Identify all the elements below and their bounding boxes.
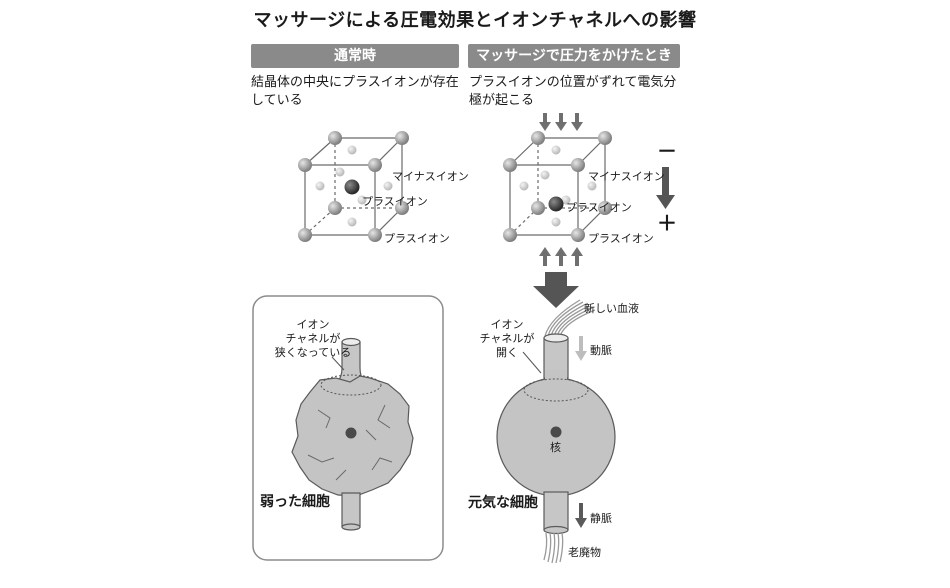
- artery-arrow: [575, 336, 587, 361]
- description-massage-line1: プラスイオンの位置がずれて電気分: [469, 75, 677, 90]
- healthy-cell-caption: 元気な細胞: [468, 495, 538, 511]
- label-plus-ion-center-massage: プラスイオン: [566, 201, 632, 214]
- crystal-normal: [298, 131, 409, 242]
- minus-ion-small-group: [315, 145, 393, 227]
- label-nucleus: 核: [550, 441, 561, 454]
- sign-minus: －: [657, 139, 677, 163]
- description-massage-line2: 極が起こる: [469, 93, 535, 108]
- label-plus-ion-corner-massage: プラスイオン: [588, 232, 654, 245]
- label-new-blood: 新しい血液: [584, 302, 639, 315]
- label-vein: 静脈: [590, 512, 612, 525]
- healthy-channel-line2: チャネルが: [479, 332, 535, 345]
- plus-ion-center: [344, 179, 360, 195]
- waste-streams: [543, 532, 564, 564]
- weak-channel-label: イオン チャネルが 狭くなっている: [268, 318, 358, 360]
- corner-ion-group: [298, 131, 409, 242]
- healthy-channel-label: イオン チャネルが 開く: [470, 318, 544, 360]
- figure-title: マッサージによる圧電効果とイオンチャネルへの影響: [253, 10, 697, 31]
- label-waste: 老廃物: [568, 546, 601, 559]
- vein-arrow: [575, 503, 587, 528]
- label-plus-ion-center-normal: プラスイオン: [362, 195, 428, 208]
- description-massage: プラスイオンの位置がずれて電気分 極が起こる: [469, 74, 689, 110]
- label-artery: 動脈: [590, 344, 612, 357]
- weak-channel-line3: 狭くなっている: [274, 346, 352, 359]
- healthy-channel-line3: 開く: [496, 346, 518, 359]
- description-normal-line2: している: [251, 93, 303, 108]
- weak-channel-line2: チャネルが: [285, 332, 341, 345]
- polarization-arrow: [656, 167, 675, 209]
- label-plus-ion-corner-normal: プラスイオン: [384, 232, 450, 245]
- weak-cell-panel: [252, 295, 444, 561]
- weak-channel-line1: イオン: [296, 318, 330, 331]
- header-massage: マッサージで圧力をかけたとき: [468, 44, 680, 68]
- pressure-arrows-top: [539, 113, 583, 131]
- header-normal: 通常時: [251, 44, 459, 68]
- weak-cell: [291, 337, 414, 531]
- label-minus-ion-massage: マイナスイオン: [588, 170, 665, 183]
- healthy-cell: [496, 299, 616, 564]
- big-down-arrow: [533, 272, 579, 308]
- weak-cell-caption: 弱った細胞: [260, 494, 330, 510]
- weak-cell-nucleus: [345, 427, 357, 439]
- pressure-arrows-bottom: [539, 247, 583, 266]
- plus-ion-shifted: [548, 196, 564, 212]
- label-minus-ion-normal: マイナスイオン: [392, 170, 469, 183]
- description-normal-line1: 結晶体の中央にプラスイオンが存在: [251, 75, 459, 90]
- crystal-massage: [503, 131, 612, 242]
- sign-plus: ＋: [657, 211, 677, 235]
- healthy-cell-nucleus: [550, 426, 562, 438]
- healthy-channel-line1: イオン: [490, 318, 524, 331]
- description-normal: 結晶体の中央にプラスイオンが存在 している: [251, 74, 471, 110]
